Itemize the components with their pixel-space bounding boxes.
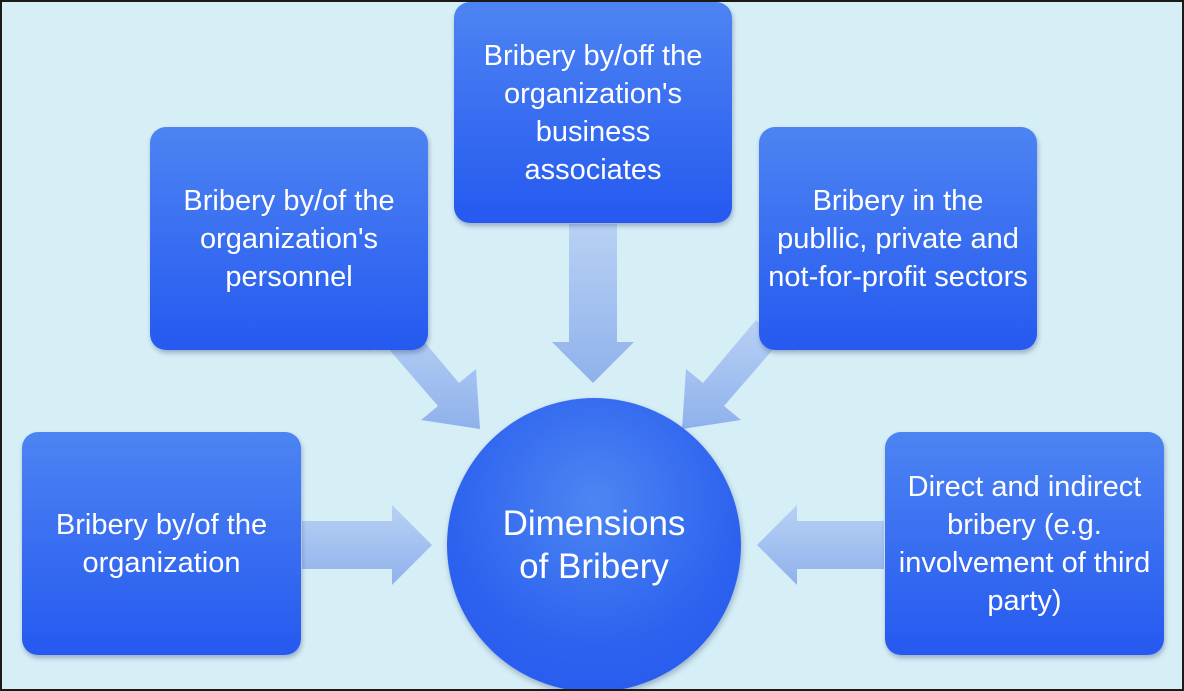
node-business-associates-label: Bribery by/off the organization's busine… <box>483 39 703 186</box>
node-business-associates: Bribery by/off the organization's busine… <box>454 2 732 223</box>
arrow-top <box>552 224 634 383</box>
node-sectors: Bribery in the publlic, private and not-… <box>759 127 1037 350</box>
center-label: Dimensions of Bribery <box>502 504 686 586</box>
node-direct-indirect: Direct and indirect bribery (e.g. involv… <box>885 432 1164 655</box>
node-personnel: Bribery by/of the organization's personn… <box>150 127 428 350</box>
node-direct-indirect-label: Direct and indirect bribery (e.g. involv… <box>898 470 1151 617</box>
node-organization-label: Bribery by/of the organization <box>55 508 268 579</box>
arrow-left <box>302 505 432 585</box>
node-organization: Bribery by/of the organization <box>22 432 301 655</box>
arrow-right <box>757 505 884 585</box>
center-circle: Dimensions of Bribery <box>447 398 741 689</box>
node-personnel-label: Bribery by/of the organization's personn… <box>183 184 395 293</box>
node-sectors-label: Bribery in the publlic, private and not-… <box>768 184 1028 293</box>
